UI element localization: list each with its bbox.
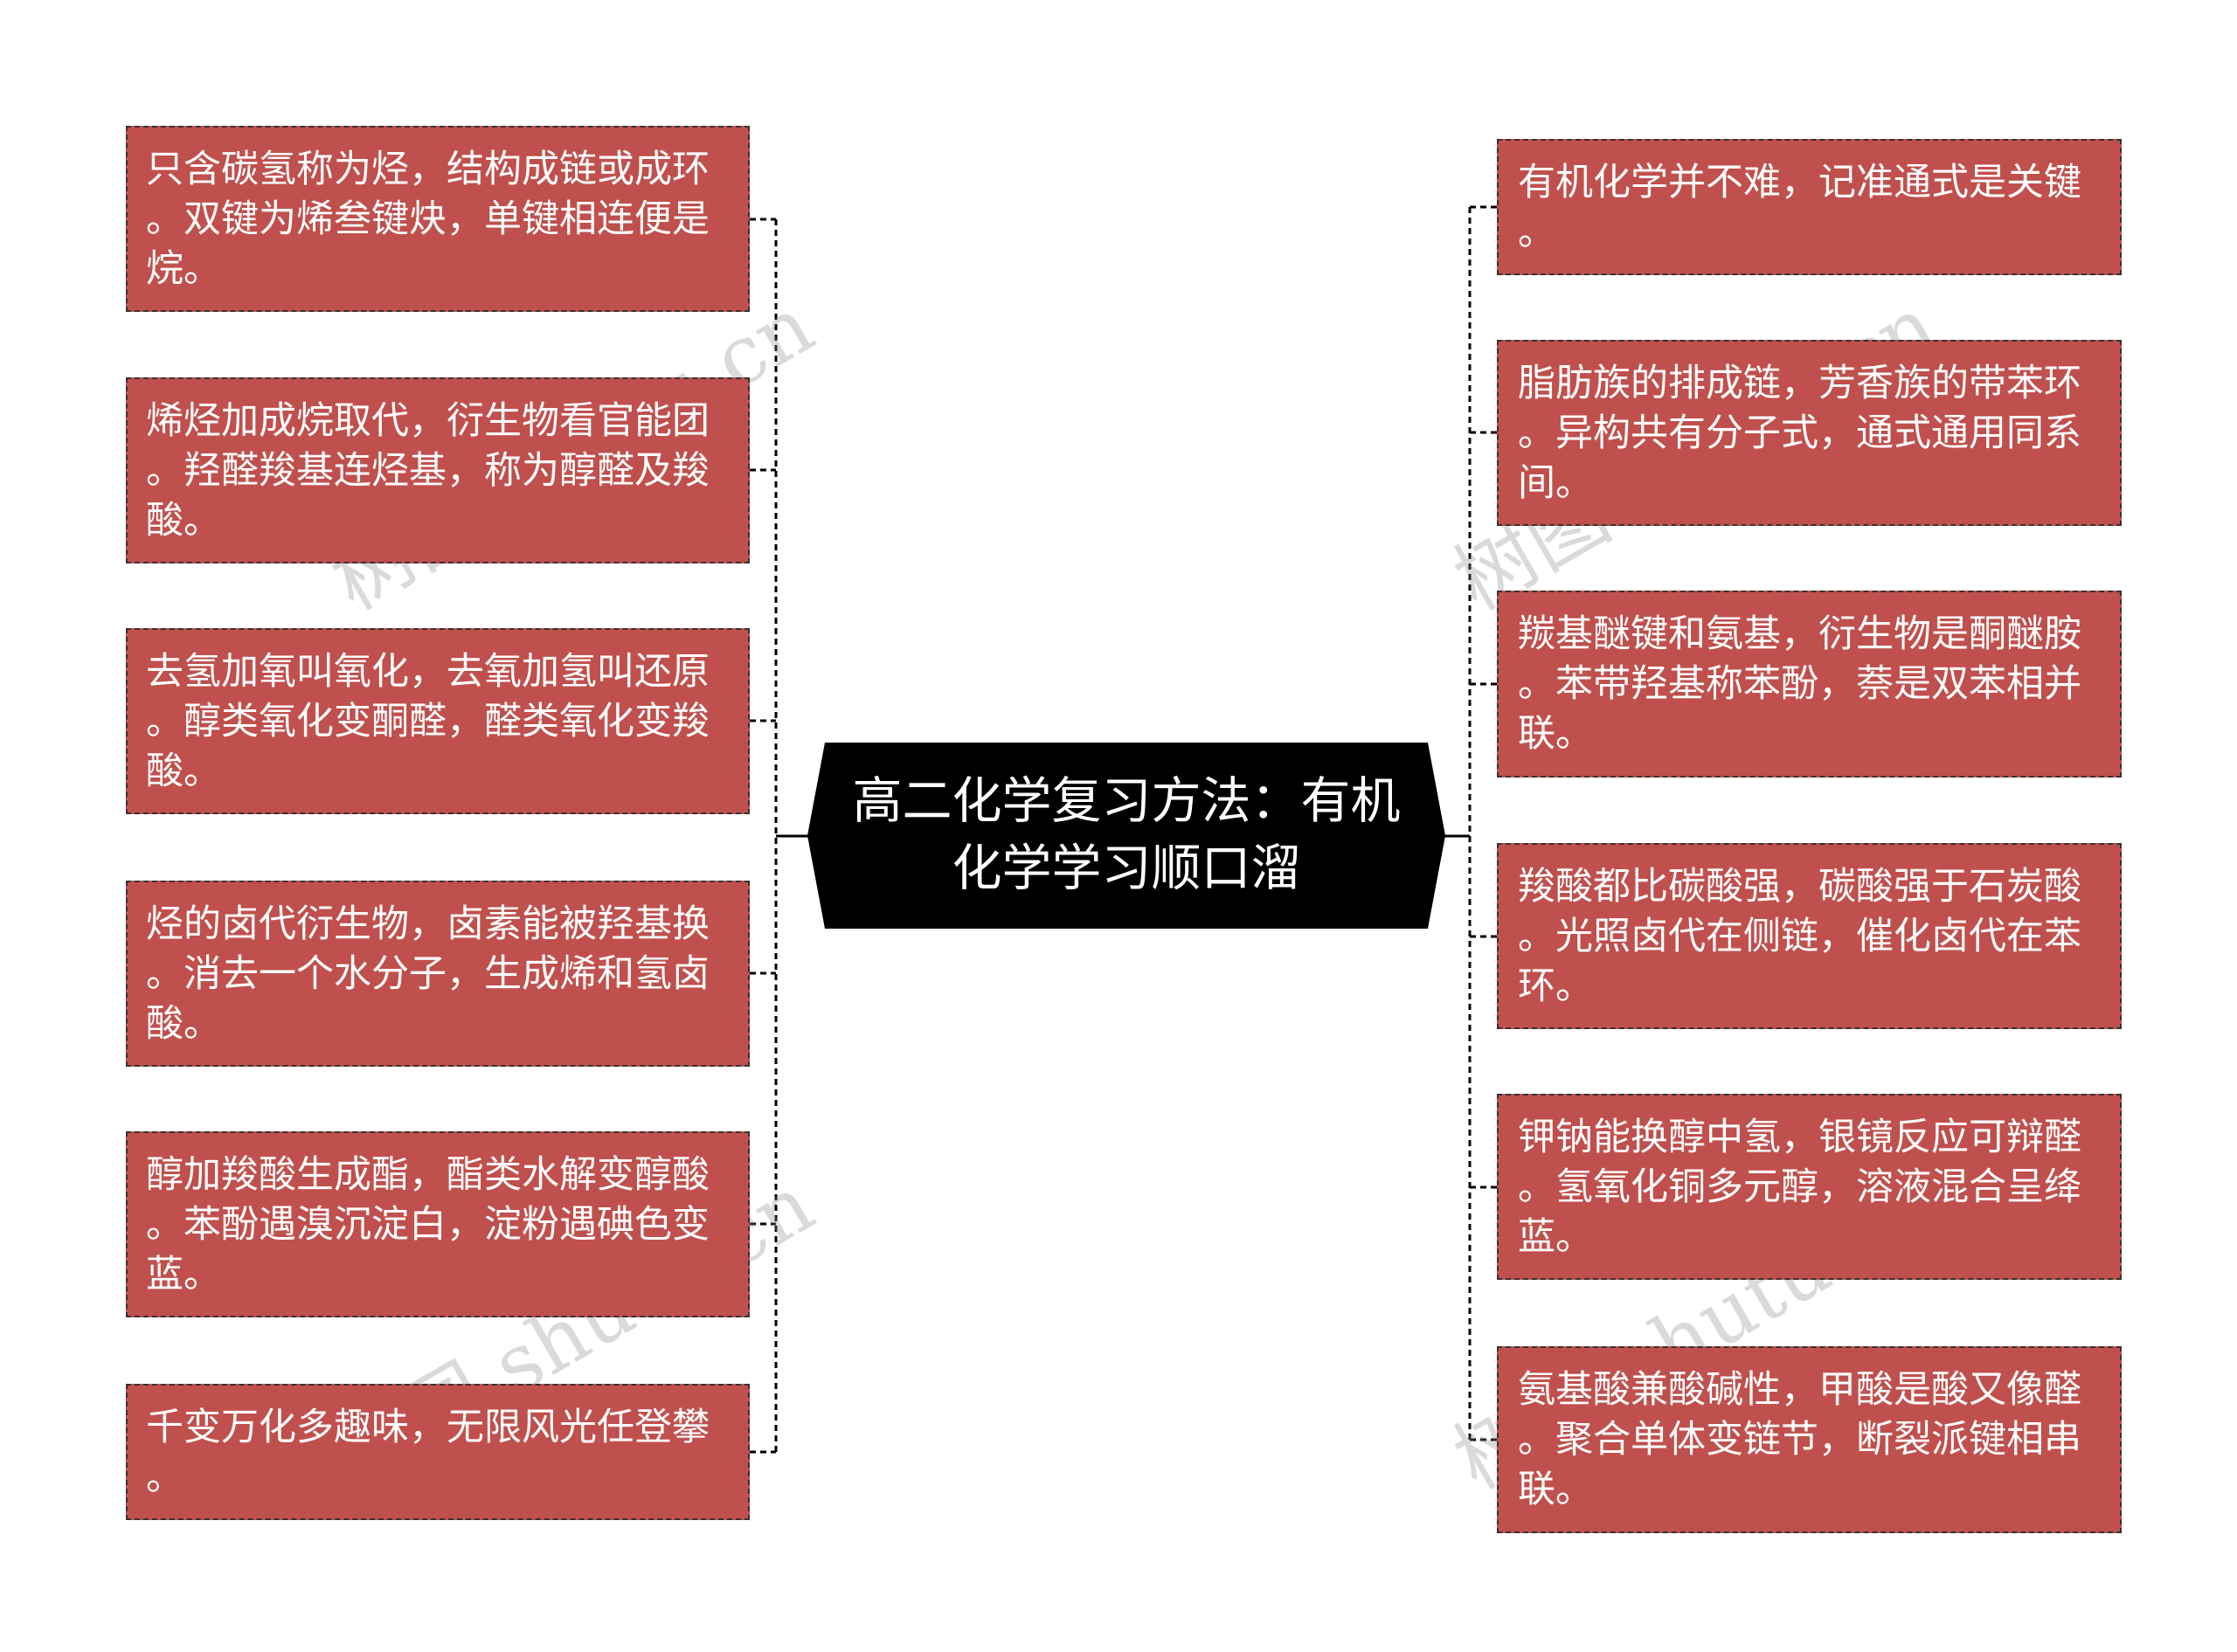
node-text-line: 烯烃加成烷取代，衍生物看官能团 (146, 399, 710, 443)
right-node-1: 有机化学并不难，记准通式是关键 。 (1497, 139, 2122, 275)
left-node-5: 醇加羧酸生成酯，酯类水解变醇酸 。苯酚遇溴沉淀白，淀粉遇碘色变 蓝。 (126, 1131, 750, 1317)
node-text-line: 烃的卤代衍生物，卤素能被羟基换 (146, 902, 710, 946)
left-node-2: 烯烃加成烷取代，衍生物看官能团 。羟醛羧基连烃基，称为醇醛及羧 酸。 (126, 377, 750, 563)
node-text-line: 联。 (1518, 1468, 1593, 1511)
node-text-line: 。双键为烯叁键炔，单键相连便是 (146, 197, 710, 241)
node-text-line: 。 (146, 1455, 184, 1499)
right-node-6: 氨基酸兼酸碱性，甲酸是酸又像醛 。聚合单体变链节，断裂派键相串 联。 (1497, 1346, 2122, 1533)
node-text-line: 。醇类氧化变酮醛，醛类氧化变羧 (146, 700, 710, 743)
node-text-line: 羧酸都比碳酸强，碳酸强于石炭酸 (1518, 865, 2081, 909)
node-text-line: 酸。 (146, 1002, 221, 1046)
node-text-line: 蓝。 (146, 1253, 221, 1296)
right-node-4: 羧酸都比碳酸强，碳酸强于石炭酸 。光照卤代在侧链，催化卤代在苯 环。 (1497, 843, 2122, 1029)
central-topic-line: 高二化学复习方法：有机 (852, 772, 1401, 830)
node-text-line: 酸。 (146, 750, 221, 793)
node-text-line: 醇加羧酸生成酯，酯类水解变醇酸 (146, 1153, 710, 1197)
node-text-line: 氨基酸兼酸碱性，甲酸是酸又像醛 (1518, 1368, 2081, 1412)
node-text-line: 羰基醚键和氨基，衍生物是酮醚胺 (1518, 612, 2081, 656)
central-topic-line: 化学学习顺口溜 (952, 840, 1301, 897)
node-text-line: 。聚合单体变链节，断裂派键相串 (1518, 1418, 2081, 1462)
node-text-line: 。消去一个水分子，生成烯和氢卤 (146, 952, 710, 996)
node-text-line: 。异构共有分子式，通式通用同系 (1518, 411, 2081, 455)
node-text-line: 。苯带羟基称苯酚，萘是双苯相并 (1518, 662, 2081, 706)
node-text-line: 酸。 (146, 499, 221, 543)
node-text-line: 。氢氧化铜多元醇，溶液混合呈绛 (1518, 1165, 2081, 1209)
node-text-line: 。苯酚遇溴沉淀白，淀粉遇碘色变 (146, 1203, 710, 1247)
right-node-2: 脂肪族的排成链，芳香族的带苯环 。异构共有分子式，通式通用同系 间。 (1497, 340, 2122, 526)
node-text-line: 烷。 (146, 247, 221, 291)
node-text-line: 间。 (1518, 461, 1593, 505)
node-text-line: 只含碳氢称为烃，结构成链或成环 (146, 148, 710, 191)
node-text-line: 有机化学并不难，记准通式是关键 (1518, 161, 2081, 204)
left-node-6: 千变万化多趣味，无限风光任登攀 。 (126, 1384, 750, 1520)
right-node-3: 羰基醚键和氨基，衍生物是酮醚胺 。苯带羟基称苯酚，萘是双苯相并 联。 (1497, 591, 2122, 778)
node-text-line: 钾钠能换醇中氢，银镜反应可辩醛 (1518, 1116, 2081, 1159)
right-node-5: 钾钠能换醇中氢，银镜反应可辩醛 。氢氧化铜多元醇，溶液混合呈绛 蓝。 (1497, 1094, 2122, 1280)
left-node-4: 烃的卤代衍生物，卤素能被羟基换 。消去一个水分子，生成烯和氢卤 酸。 (126, 881, 750, 1067)
node-text-line: 脂肪族的排成链，芳香族的带苯环 (1518, 362, 2081, 405)
node-text-line: 千变万化多趣味，无限风光任登攀 (146, 1406, 710, 1449)
central-topic: 高二化学复习方法：有机 化学学习顺口溜 (807, 743, 1445, 929)
left-node-1: 只含碳氢称为烃，结构成链或成环 。双键为烯叁键炔，单键相连便是 烷。 (126, 126, 750, 312)
node-text-line: 环。 (1518, 964, 1593, 1008)
node-text-line: 。光照卤代在侧链，催化卤代在苯 (1518, 915, 2081, 958)
node-text-line: 。 (1518, 211, 1555, 254)
node-text-line: 。羟醛羧基连烃基，称为醇醛及羧 (146, 449, 710, 493)
node-text-line: 蓝。 (1518, 1215, 1593, 1259)
node-text-line: 去氢加氧叫氧化，去氧加氢叫还原 (146, 650, 710, 694)
node-text-line: 联。 (1518, 712, 1593, 756)
left-node-3: 去氢加氧叫氧化，去氧加氢叫还原 。醇类氧化变酮醛，醛类氧化变羧 酸。 (126, 628, 750, 814)
